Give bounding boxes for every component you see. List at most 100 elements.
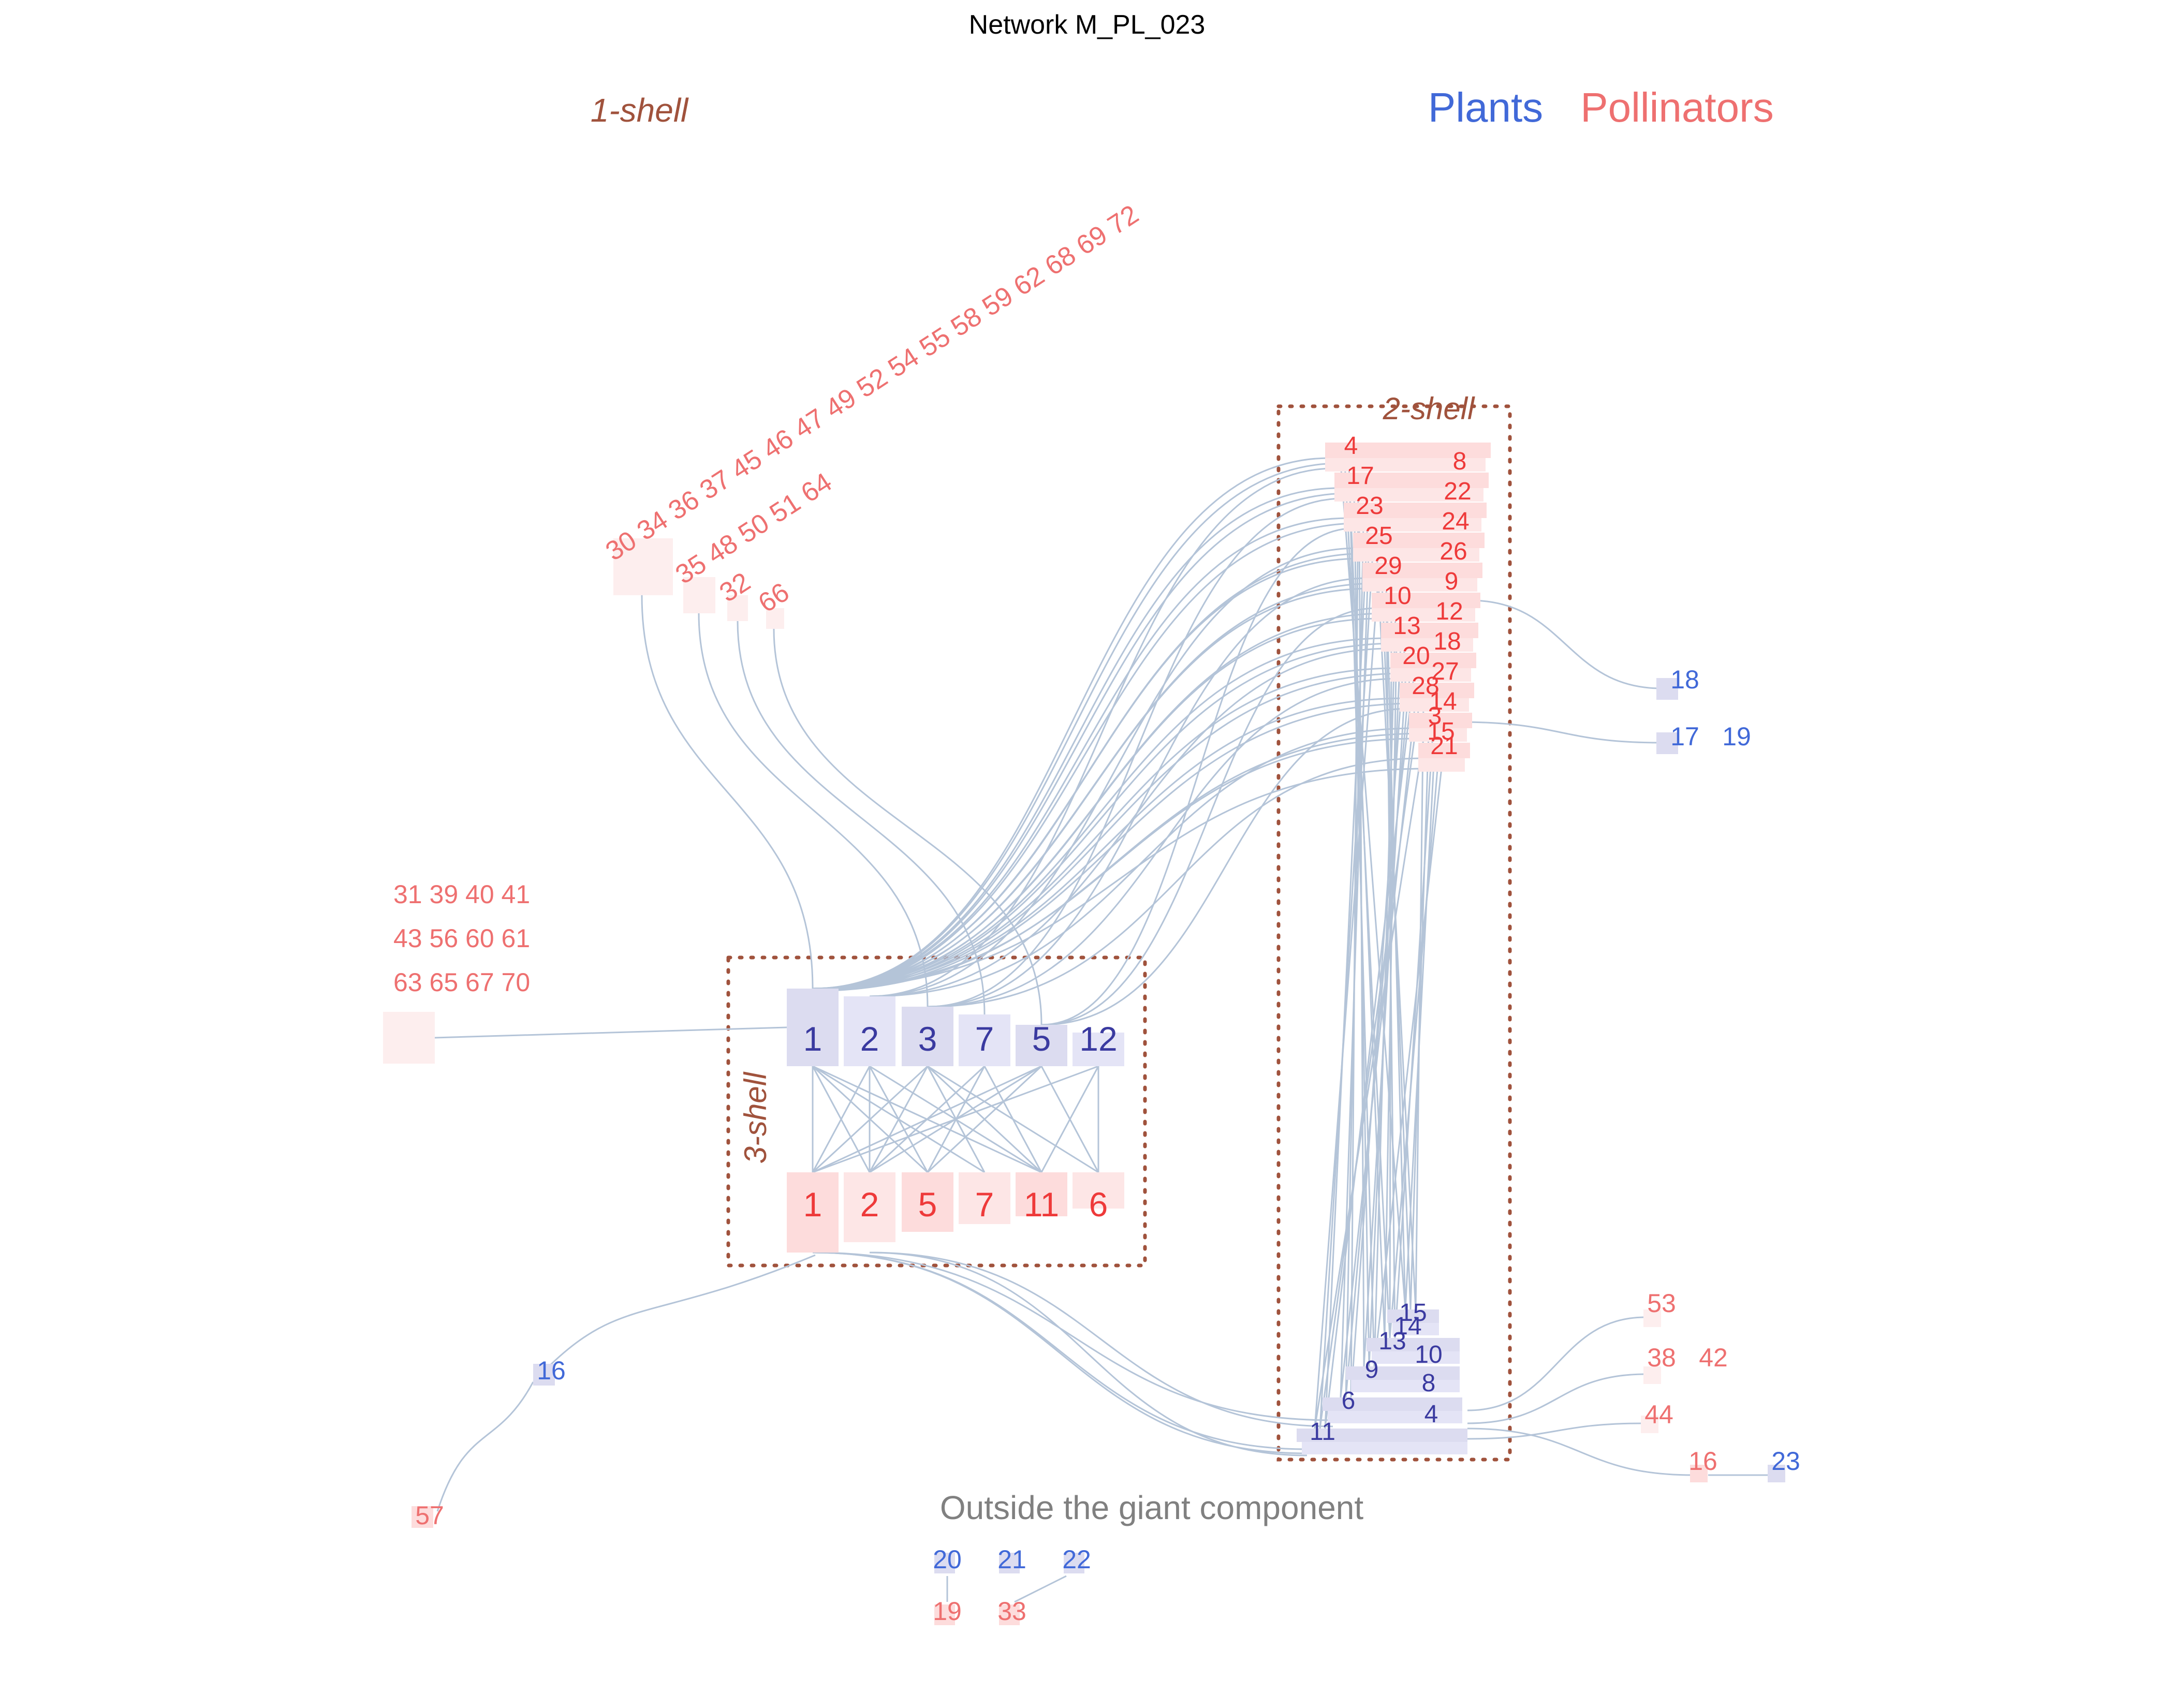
shell1-fan-pollinator-label: 32: [714, 567, 756, 608]
shell2-pollinator-node: [1390, 668, 1471, 682]
shell2-pollinator-node: [1362, 563, 1482, 578]
outside-plant-label: 21: [997, 1545, 1026, 1574]
shell1-plant-label: 19: [1722, 722, 1751, 751]
shell1-left-pollinator-label: 43 56 60 61: [393, 924, 530, 953]
shell3-link: [812, 1066, 871, 1173]
shell1-fan-link: [698, 613, 929, 1007]
shell2-plant-label: 9: [1365, 1356, 1379, 1383]
shell3-to-shell2-link: [807, 582, 1378, 992]
shell2-plant-label: 14: [1394, 1313, 1421, 1340]
shell3-plant-node: [844, 996, 895, 1066]
shell2-pollinator-label: 21: [1430, 732, 1458, 760]
legend-pollinators: Pollinators: [1580, 84, 1774, 130]
shell2-plant-label: 11: [1310, 1418, 1335, 1446]
shell3-link: [927, 1065, 1042, 1173]
shell3-link: [983, 1066, 1042, 1173]
shell2-internal-link: [1394, 733, 1434, 1338]
shell3-to-shell2-link: [812, 517, 1349, 990]
shell-3-box: [726, 955, 1147, 1268]
shell1-plant-label: 18: [1670, 665, 1699, 694]
shell3-to-shell2-link: [812, 487, 1340, 990]
shell2-plant-node: [1372, 1351, 1460, 1364]
shell2-plant-label: 13: [1378, 1328, 1406, 1355]
shell1-link: [1467, 1373, 1647, 1424]
shell3-to-shell2-link: [812, 768, 1428, 990]
shell2-plant-node: [1387, 1309, 1439, 1323]
shell3-plant-label: 1: [803, 1020, 822, 1058]
shell2-pollinator-label: 25: [1365, 522, 1392, 550]
shell2-internal-link: [1363, 673, 1407, 1367]
shell1-fan-link: [641, 595, 814, 989]
shell1-fan-pollinator-label: 30 34 36 37 45 46 47 49 52 54 55 58 59 6…: [600, 199, 1144, 567]
shell2-plant-node: [1328, 1411, 1462, 1423]
shell3-pollinator-label: 11: [1024, 1185, 1060, 1224]
shell-2-box: [1276, 404, 1512, 1462]
shell2-pollinator-node: [1325, 458, 1486, 472]
shell1-fan-link: [737, 621, 986, 1015]
shell2-pollinator-label: 24: [1442, 508, 1469, 535]
shell2-internal-link: [1324, 673, 1415, 1429]
shell3-to-shell2-link: [807, 732, 1425, 992]
shell3-to-shell2-plant-link: [869, 1251, 1333, 1427]
shell2-plant-label: 8: [1422, 1370, 1436, 1397]
shell1-link: [1467, 1427, 1693, 1476]
shell2-pollinator-label: 22: [1444, 478, 1471, 505]
shell3-to-shell2-plant-link: [812, 1251, 1333, 1421]
shell3-pollinator-label: 1: [803, 1185, 822, 1224]
shell2-pollinator-label: 3: [1428, 702, 1442, 730]
shell3-pollinator-node: [959, 1172, 1010, 1224]
shell1-plant-label: 16: [537, 1356, 566, 1385]
outside-plant-node: [999, 1553, 1020, 1573]
shell1-pollinator-node: [1690, 1465, 1708, 1482]
shell1-left-pollinator-node: [383, 1012, 435, 1064]
outside-pollinator-label: 19: [933, 1597, 962, 1626]
shell1-pollinator-label: 53: [1647, 1289, 1676, 1318]
shell1-plant-node: [533, 1364, 555, 1386]
shell3-plant-label: 5: [1032, 1020, 1051, 1058]
shell2-pollinator-node: [1372, 608, 1475, 622]
shell2-pollinator-label: 20: [1402, 642, 1430, 670]
shell2-internal-link: [1373, 763, 1443, 1367]
shell2-pollinator-node: [1400, 683, 1474, 698]
shell2-plant-node: [1351, 1380, 1460, 1392]
shell-2-label: 2-shell: [1383, 391, 1475, 426]
shell2-pollinator-node: [1353, 548, 1479, 562]
shell2-internal-link: [1319, 703, 1420, 1429]
shell3-to-shell2-link: [807, 462, 1341, 992]
shell3-link: [869, 1066, 929, 1173]
shell3-plant-label: 2: [860, 1020, 879, 1058]
shell3-plant-node: [1073, 1033, 1124, 1066]
shell2-pollinator-label: 28: [1412, 672, 1439, 700]
shell3-pollinator-label: 5: [918, 1185, 937, 1224]
shell3-to-shell2-link: [869, 547, 1359, 997]
outside-giant-component-label: Outside the giant component: [940, 1489, 1364, 1526]
outside-link: [1014, 1575, 1067, 1603]
shell3-to-shell2-plant-link: [812, 1251, 1308, 1450]
shell2-pollinator-label: 18: [1433, 628, 1461, 655]
shell3-to-shell2-link: [807, 492, 1350, 992]
shell2-pollinator-label: 12: [1435, 598, 1463, 625]
shell1-fan-pollinator-label: 66: [753, 577, 795, 619]
shell2-internal-link: [1314, 733, 1426, 1429]
shell3-pollinator-label: 7: [975, 1185, 994, 1224]
legend-plants: Plants: [1428, 84, 1543, 130]
shell3-plant-node: [902, 1007, 953, 1066]
shell1-link: [1467, 1316, 1647, 1411]
outside-pollinator-node: [934, 1604, 955, 1625]
shell3-pollinator-node: [1016, 1172, 1067, 1216]
shell3-link: [812, 1065, 929, 1173]
shell-1-label: 1-shell: [591, 92, 689, 129]
shell3-to-shell2-link: [1041, 527, 1354, 1026]
shell3-to-shell2-link: [927, 678, 1400, 1008]
shell1-pollinator-label: 44: [1644, 1400, 1673, 1429]
shell1-plant-node: [1768, 1465, 1785, 1482]
shell2-pollinator-label: 29: [1374, 552, 1402, 580]
shell1-plant-label: 17: [1670, 722, 1699, 751]
shell2-internal-link: [1368, 643, 1402, 1367]
shell2-internal-link: [1319, 553, 1374, 1429]
shell1-pollinator-label: 57: [415, 1501, 444, 1530]
shell1-fan-pollinator-node: [683, 577, 715, 613]
shell2-pollinator-node: [1390, 653, 1476, 668]
shell2-pollinator-node: [1381, 623, 1478, 638]
